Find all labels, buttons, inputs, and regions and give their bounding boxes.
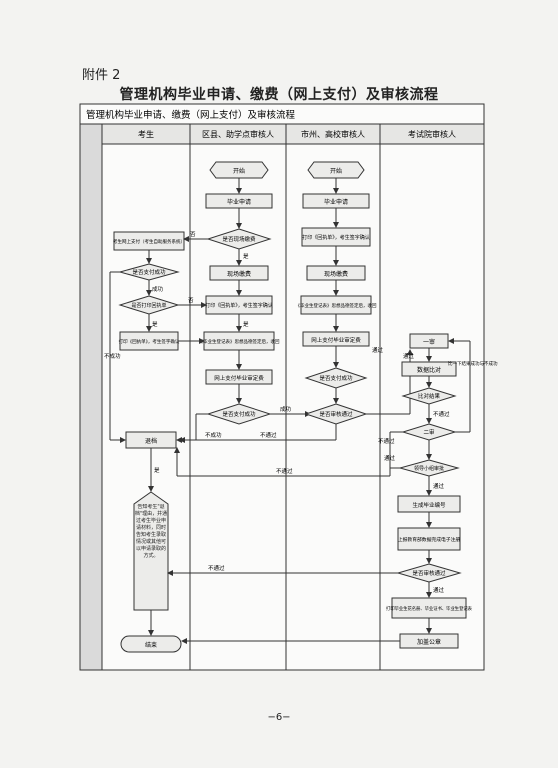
no-label: 否 <box>190 231 196 238</box>
not-success-label-2: 不成功 <box>205 431 222 439</box>
no-pass-label: 不通过 <box>433 410 450 418</box>
fail-label-k3: 不通过 <box>276 467 293 475</box>
stamp-label: 加盖公章 <box>417 638 441 646</box>
group-approval-label: 领导小组审批 <box>414 465 444 472</box>
compare-note: 比一下结果成功与不成功 <box>448 360 498 367</box>
yes-label-4: 是 <box>154 467 160 474</box>
onsite-decision-label: 是否现场缴费 <box>222 235 256 243</box>
print-receipt-label: 打印《回执单》，考生签字确认 <box>205 302 273 309</box>
column-header-exam-board: 考试院审核人 <box>408 129 456 139</box>
compare-label: 数据比对 <box>417 366 441 374</box>
end-node <box>120 635 182 653</box>
column-header-student: 考生 <box>138 129 154 139</box>
success-label: 成功 <box>280 405 292 413</box>
pass-label-city: 通过 <box>372 346 384 354</box>
print-certificates-label: 打印毕业生花名册、毕业证书、毕业生登记表 <box>386 605 473 612</box>
no-label-2: 否 <box>188 297 194 304</box>
end-label: 结束 <box>145 641 157 649</box>
start-node-city <box>307 161 365 179</box>
pay-success-label-city: 是否支付成功 <box>319 374 353 382</box>
onsite-pay-label: 现场缴费 <box>227 270 251 278</box>
pass-label-k1: 通过 <box>403 352 415 360</box>
compare-result-label: 比对结果 <box>418 392 441 400</box>
student-pay-success-label: 是否支付成功 <box>132 268 166 276</box>
onsite-pay-label-city: 现场缴费 <box>324 270 348 278</box>
student-online-pay-label: 考生网上支付（考生自助服务系统） <box>113 238 185 245</box>
pass-label-k4: 通过 <box>433 586 445 594</box>
yes-label: 是 <box>243 253 249 260</box>
start-label-city: 开始 <box>330 167 342 175</box>
not-success-label: 不成功 <box>104 352 121 360</box>
side-band <box>79 123 103 671</box>
page-title: 管理机构毕业申请、缴费（网上支付）及审核流程 <box>119 87 439 103</box>
archive-label-district: 《毕业生登记表》思想品德签定后，收回 <box>199 338 280 345</box>
apply-label: 毕业申请 <box>227 198 251 206</box>
success-label-2: 成功 <box>152 285 164 293</box>
upload-registration-label: 上报教育部数据完成电子注册 <box>398 536 461 543</box>
pass-label-k3: 通过 <box>433 482 445 490</box>
generate-number-label: 生成毕业编号 <box>412 501 446 509</box>
apply-label-city: 毕业申请 <box>324 198 348 206</box>
second-review-label: 二审 <box>423 428 435 436</box>
first-review-label: 一审 <box>423 338 435 346</box>
final-review-label: 是否审核通过 <box>412 569 446 577</box>
retire-notice-label: 告知考生"退档"理由，并通过考生毕业申请材料，同时告知考生录取情况或其他可以申请… <box>134 504 168 559</box>
column-header-city: 市州、高校审核人 <box>301 129 365 139</box>
fail-label-k4: 不通过 <box>208 564 225 572</box>
fail-label-k2: 不通过 <box>378 437 395 445</box>
pay-success-label-district: 是否支付成功 <box>222 410 256 418</box>
retire-label: 退档 <box>145 437 157 445</box>
column-header-district: 区县、助学点审核人 <box>202 129 274 139</box>
online-pay-label-district: 网上支付毕业审定费 <box>214 374 264 382</box>
page-number: −6− <box>267 712 291 723</box>
first-review-box <box>409 333 449 349</box>
fail-label-city: 不通过 <box>260 431 277 439</box>
start-label: 开始 <box>233 167 245 175</box>
pass-label-k2: 通过 <box>384 454 396 462</box>
review-label-city: 是否审核通过 <box>319 410 353 418</box>
pay-success-decision-district <box>206 403 272 425</box>
print-receipt-label-city: 打印《回执单》，考生签字确认 <box>302 234 370 241</box>
online-pay-label-city: 网上支付毕业审定费 <box>311 336 361 344</box>
chart-title: 管理机构毕业申请、缴费（网上支付）及审核流程 <box>86 109 296 121</box>
start-node-district <box>209 161 269 179</box>
archive-label-city: 《毕业生登记表》思想品德签定后，收回 <box>296 302 377 309</box>
attachment-label: 附件 2 <box>82 68 121 83</box>
student-print-label: 打印《回执单》，考生签字确认 <box>119 338 180 345</box>
student-receipt-label: 是否打印回执单 <box>131 302 166 309</box>
yes-label-3: 是 <box>152 321 158 328</box>
yes-label-2: 是 <box>243 321 249 328</box>
